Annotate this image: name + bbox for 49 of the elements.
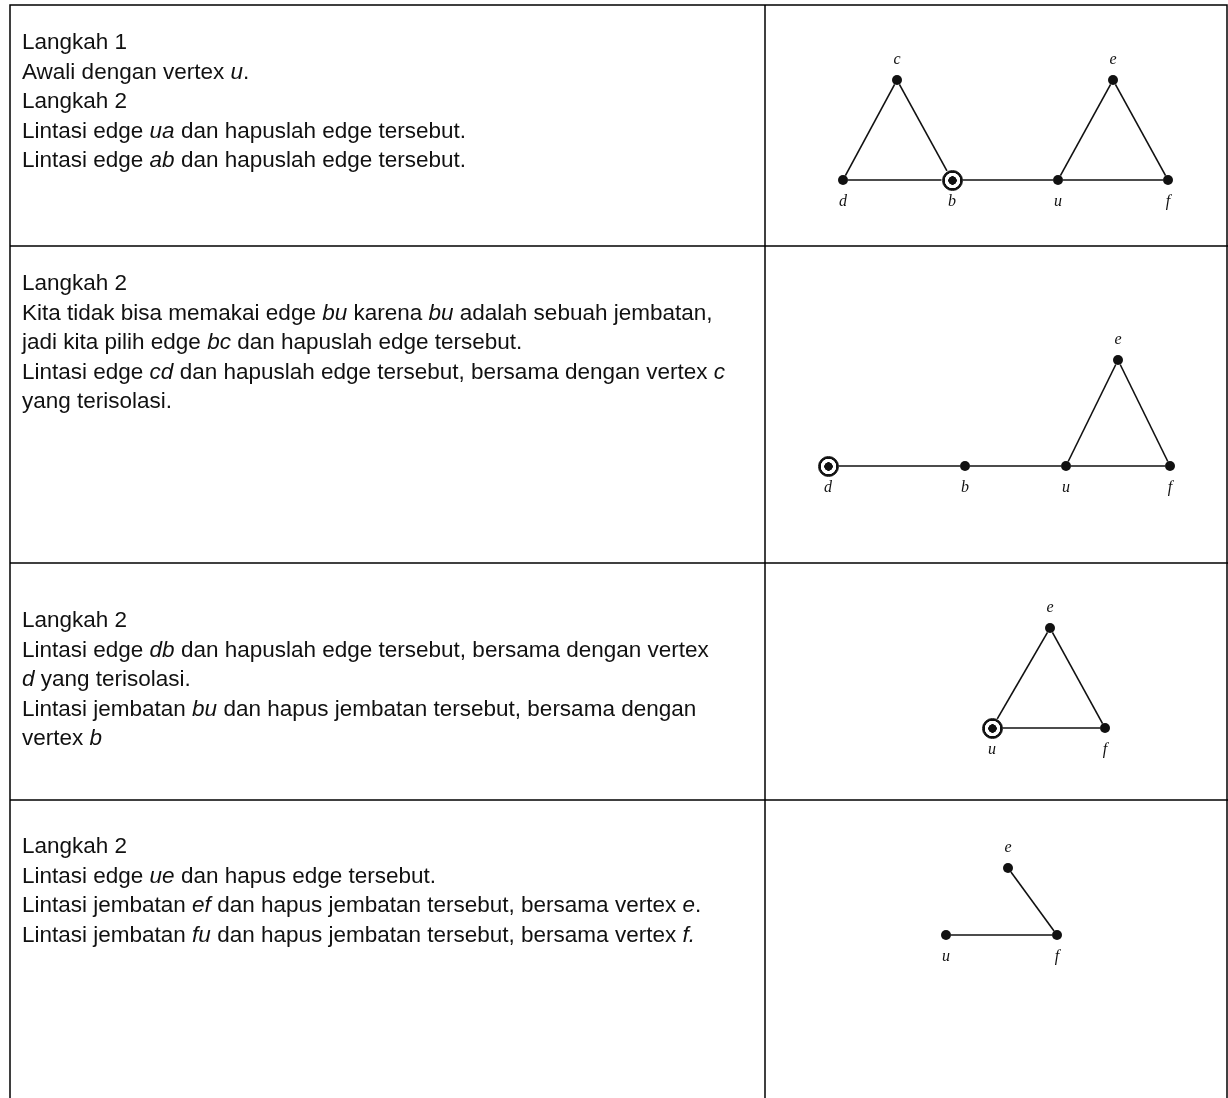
vertex-label: u xyxy=(942,947,950,965)
graph-edge xyxy=(1001,727,1101,729)
vertex-label: b xyxy=(961,478,969,496)
step-instruction: Awali dengan vertex u. xyxy=(22,57,251,86)
graph-edge xyxy=(847,179,943,181)
graph-edge xyxy=(1067,363,1117,463)
step-heading: Langkah 2 xyxy=(22,606,129,634)
step-instruction: Lintasi edge cd dan hapuslah edge tersebut, bersama dengan vertex c yang terisolasi. xyxy=(22,357,726,415)
graph-edge xyxy=(837,465,961,467)
graph-edge xyxy=(1070,465,1166,467)
step-instruction: Lintasi jembatan bu dan hapus jembatan tersebut, bersama dengan vertex b xyxy=(22,694,698,752)
graph-edge xyxy=(1114,83,1167,177)
vertex-label: e xyxy=(1046,598,1054,616)
graph-edge xyxy=(1059,83,1112,177)
graph-edge xyxy=(950,934,1053,936)
vertex-label: f xyxy=(1054,947,1060,965)
graph-edge xyxy=(1062,179,1164,181)
vertex-label: d xyxy=(839,192,847,210)
graph-edge xyxy=(969,465,1062,467)
vertex-label: e xyxy=(1004,838,1012,856)
step-instruction: Lintasi edge ua dan hapuslah edge tersebut. xyxy=(22,116,468,145)
step-heading: Langkah 2 xyxy=(22,832,129,860)
step-heading: Langkah 2 xyxy=(22,269,129,297)
vertex-label: f xyxy=(1165,192,1171,210)
step-heading: Langkah 1 xyxy=(22,28,129,56)
graph-edge xyxy=(1051,631,1104,725)
vertex-label: u xyxy=(1062,478,1070,496)
step-instruction: Lintasi edge ue dan hapus edge tersebut. xyxy=(22,861,438,890)
vertex-label: b xyxy=(948,192,956,210)
step-heading: Langkah 2 xyxy=(22,87,129,115)
graph-edge xyxy=(996,631,1049,720)
step-instruction: Lintasi jembatan fu dan hapus jembatan tersebut, bersama vertex f. xyxy=(22,920,696,949)
step-instruction: Lintasi edge ab dan hapuslah edge tersebut. xyxy=(22,146,468,174)
vertex-label: c xyxy=(893,50,901,68)
step-instruction: Kita tidak bisa memakai edge bu karena bu adalah sebuah jembatan, jadi kita pilih edge bc dan hapuslah edge tersebut. xyxy=(22,298,714,356)
graph-edge xyxy=(961,179,1054,181)
graph-edge xyxy=(1010,871,1055,932)
vertex-label: f xyxy=(1167,478,1173,496)
step-instruction: Lintasi edge db dan hapuslah edge tersebut, bersama dengan vertex d yang terisolasi. xyxy=(22,635,710,693)
vertex-label: f xyxy=(1102,740,1108,758)
vertex-label: d xyxy=(824,478,832,496)
graph-edge xyxy=(1119,363,1169,463)
graph-edge xyxy=(844,83,896,177)
vertex-label: e xyxy=(1109,50,1117,68)
vertex-label: e xyxy=(1114,330,1122,348)
vertex-label: u xyxy=(988,740,996,758)
step-instruction: Lintasi jembatan ef dan hapus jembatan tersebut, bersama vertex e. xyxy=(22,891,703,919)
graph-edge xyxy=(898,83,948,172)
vertex-label: u xyxy=(1054,192,1062,210)
